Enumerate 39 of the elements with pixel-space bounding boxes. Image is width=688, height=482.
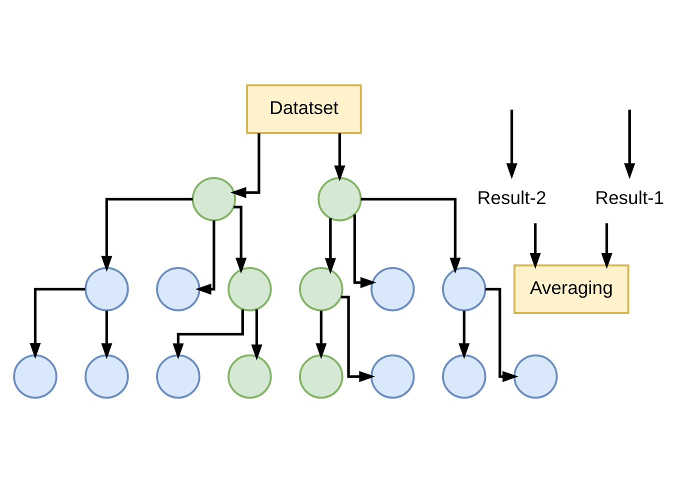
node-circle <box>442 354 486 398</box>
arrow <box>324 218 336 274</box>
arrow <box>172 309 244 359</box>
node-circle <box>370 354 415 398</box>
node-circle <box>299 266 344 311</box>
node-circle <box>318 176 362 221</box>
arrow <box>360 197 461 274</box>
node-text: Result-2 <box>477 186 546 208</box>
node-circle <box>370 266 415 311</box>
node-circle <box>84 354 129 398</box>
arrow <box>101 310 112 359</box>
node-box: Averaging <box>513 264 630 314</box>
node-circle <box>156 354 200 398</box>
arrow <box>30 287 86 358</box>
arrow <box>458 310 470 359</box>
node-circle <box>13 354 58 398</box>
node-circle <box>299 354 344 398</box>
arrow <box>601 222 612 268</box>
arrow <box>353 214 376 288</box>
node-circle <box>228 266 272 311</box>
node-circle <box>192 176 236 221</box>
arrow <box>101 197 193 272</box>
arrow <box>230 132 260 198</box>
node-circle <box>84 266 129 311</box>
node-circle <box>156 266 200 311</box>
node-circle <box>513 354 558 398</box>
arrow <box>234 205 247 274</box>
node-circle <box>442 266 486 311</box>
arrow <box>530 222 541 268</box>
arrow <box>316 310 327 359</box>
node-box: Datatset <box>246 84 362 134</box>
arrow <box>506 109 518 179</box>
node-text: Result-1 <box>595 186 664 208</box>
arrow <box>195 220 216 294</box>
arrow <box>334 132 346 181</box>
arrow <box>624 109 636 179</box>
node-circle <box>228 354 272 398</box>
arrow <box>341 295 376 382</box>
arrow <box>251 308 262 360</box>
